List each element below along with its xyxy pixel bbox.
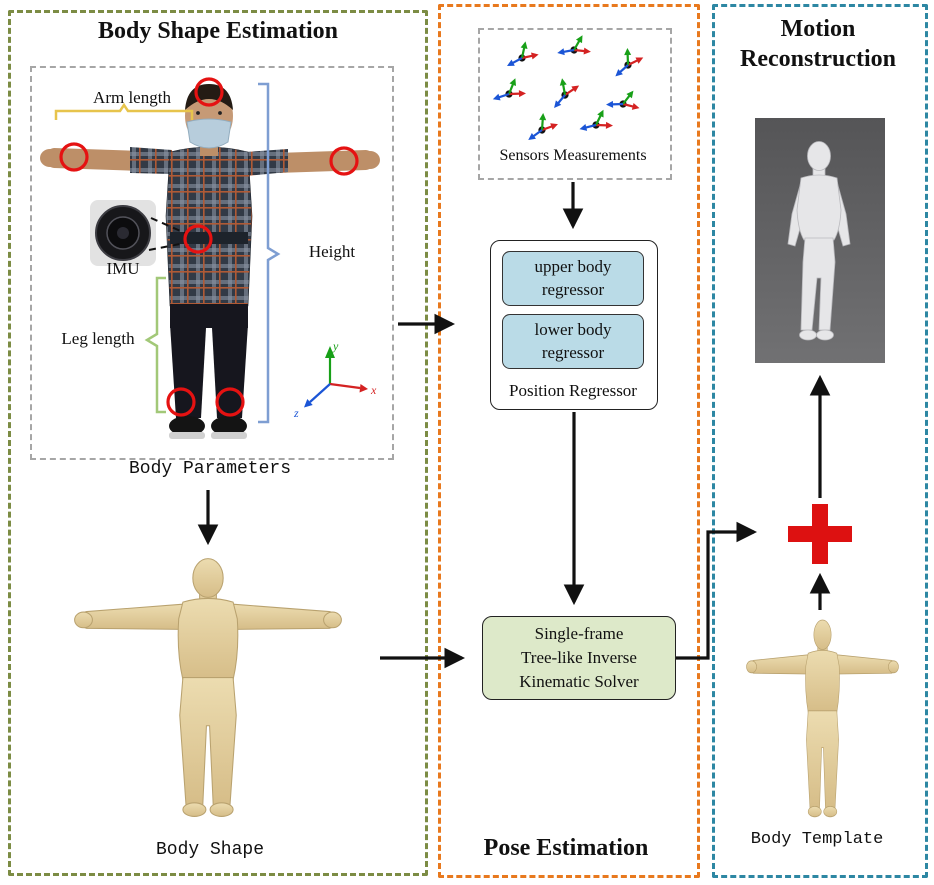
- leg-length-bracket: [144, 276, 166, 414]
- motion-render-frame: [755, 118, 885, 363]
- imu-device: [90, 200, 156, 266]
- face-mask: [186, 118, 232, 149]
- axis-z-label: z: [293, 406, 299, 420]
- right-panel-title: Motion Reconstruction: [740, 16, 896, 72]
- panel-body-shape-estimation: [8, 10, 428, 876]
- height-bracket: [258, 82, 281, 424]
- subject-photo: y x z: [40, 77, 380, 439]
- joint-marker-right-ankle: [215, 387, 245, 417]
- position-regressor-caption: Position Regressor: [509, 381, 637, 400]
- joint-marker-head: [194, 77, 224, 107]
- joint-marker-waist: [183, 224, 213, 254]
- arm-length-bracket: [54, 102, 194, 120]
- panel-pose-estimation: [438, 4, 700, 878]
- ik-solver-line2: Tree-like Inverse: [521, 647, 637, 667]
- joint-marker-left-wrist: [59, 142, 89, 172]
- body-shape-mesh: [72, 556, 344, 818]
- sensor-axes-icon: [608, 44, 648, 80]
- panel-motion-reconstruction: [712, 4, 928, 878]
- sensor-axes-icon: [603, 81, 646, 121]
- body-shape-label: Body Shape: [155, 840, 265, 860]
- axis-x-label: x: [370, 383, 377, 397]
- joint-marker-right-wrist: [329, 146, 359, 176]
- body-parameters-label: Body Parameters: [128, 459, 292, 479]
- sensor-axes-icon: [491, 74, 529, 108]
- ik-solver-box: Single-frame Tree-like Inverse Kinematic…: [482, 616, 676, 700]
- plus-icon: [788, 504, 852, 564]
- arm-length-label: Arm length: [93, 88, 171, 107]
- sensor-axes-icon: [505, 41, 539, 69]
- photo-person: [40, 84, 380, 439]
- sensor-glyphs: [482, 32, 664, 142]
- imu-lead-line: [148, 242, 186, 251]
- sensor-axes-icon: [543, 72, 585, 111]
- body-template-mesh: [745, 618, 900, 818]
- lower-body-regressor-box: lower body regressor: [502, 314, 644, 369]
- imu-label: IMU: [106, 259, 140, 278]
- sensors-label: Sensors Measurements: [499, 147, 647, 164]
- coordinate-axes-icon: y x z: [293, 339, 377, 420]
- reconstructed-body-figure: [787, 141, 851, 341]
- ik-solver-line3: Kinematic Solver: [519, 672, 639, 692]
- axis-y-label: y: [332, 339, 339, 353]
- sensor-axes-icon: [555, 32, 596, 66]
- pose-estimation-title: Pose Estimation: [483, 835, 649, 861]
- height-label: Height: [308, 242, 356, 261]
- sensor-axes-icon: [523, 110, 561, 142]
- sensor-axes-icon: [577, 104, 617, 140]
- joint-markers: [59, 77, 359, 417]
- body-template-label: Body Template: [750, 830, 884, 849]
- imu-lead-line: [150, 217, 186, 234]
- ik-solver-line1: Single-frame: [534, 623, 624, 643]
- leg-length-label: Leg length: [61, 329, 135, 348]
- left-panel-title: Body Shape Estimation: [97, 18, 339, 44]
- joint-marker-left-ankle: [166, 387, 196, 417]
- upper-body-regressor-box: upper body regressor: [502, 251, 644, 306]
